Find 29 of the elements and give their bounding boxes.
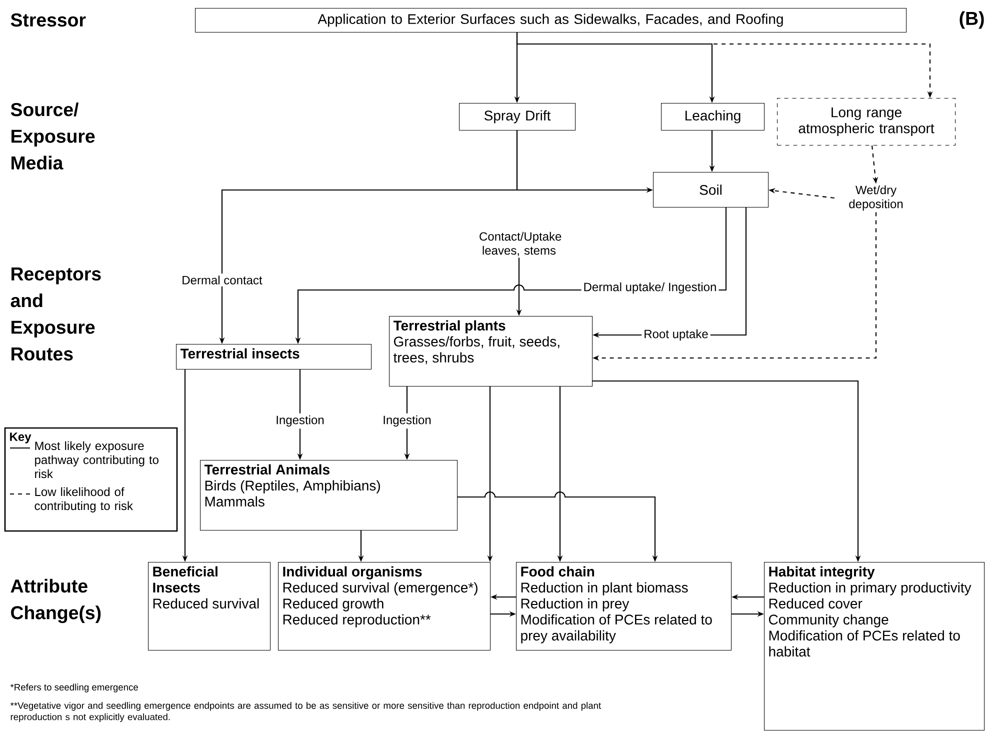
edge-label: Ingestion	[274, 413, 326, 429]
row-heading: Attribute Change(s)	[10, 578, 101, 624]
footnote: **Vegetative vigor and seedling emergence endpoints are assumed to be as sensitive or more sensitive than reproduction endpoint and plant reproduction s not explicitly evaluated.	[10, 702, 602, 722]
row-heading: Stressor	[10, 13, 86, 27]
receptor-box: Terrestrial insects	[176, 344, 372, 370]
pathway-text: Contact/Uptake leaves, stems	[480, 232, 562, 256]
receptor-box: Terrestrial plants Grasses/forbs, fruit, seeds, trees, shrubs	[389, 316, 593, 387]
source-box: Spray Drift	[459, 103, 576, 131]
receptor-box: Terrestrial Animals Birds (Reptiles, Amphibians) Mammals	[200, 460, 458, 531]
legend-text: Most likely exposure pathway contributing to risk	[35, 441, 158, 478]
row-heading: Source/ Exposure Media	[10, 102, 95, 170]
stressor-box: Application to Exterior Surfaces such as Sidewalks, Facades, and Roofing	[195, 8, 907, 33]
panel-letter: (B)	[960, 11, 984, 29]
edge-label: Dermal contact	[180, 274, 264, 286]
legend-text: Low likelihood of contributing to risk	[34, 487, 133, 512]
footnote: *Refers to seedling emergence	[10, 684, 138, 692]
key-title: Key	[10, 432, 32, 444]
edge-label: Root uptake	[642, 327, 710, 343]
attribute-box: Habitat integrity Reduction in primary productivity Reduced cover Community change Modification of PCEs related to habitat	[764, 562, 985, 731]
attribute-box: Food chain Reduction in plant biomass Reduction in prey Modification of PCEs related to prey availability	[516, 562, 732, 651]
edge-label: Dermal uptake/ Ingestion	[581, 280, 719, 296]
source-box: Leaching	[661, 103, 765, 131]
edge-label: Ingestion	[380, 413, 434, 429]
attribute-box: Beneficial Insects Reduced survival	[148, 562, 271, 651]
source-box: Long range atmospheric transport	[777, 98, 956, 146]
row-heading: Receptors and Exposure Routes	[10, 268, 101, 361]
attribute-box: Individual organisms Reduced survival (emergence*) Reduced growth Reduced reproduction**	[278, 562, 491, 651]
soil-box: Soil	[653, 172, 769, 208]
pathway-text: Wet/dry deposition	[849, 185, 903, 211]
